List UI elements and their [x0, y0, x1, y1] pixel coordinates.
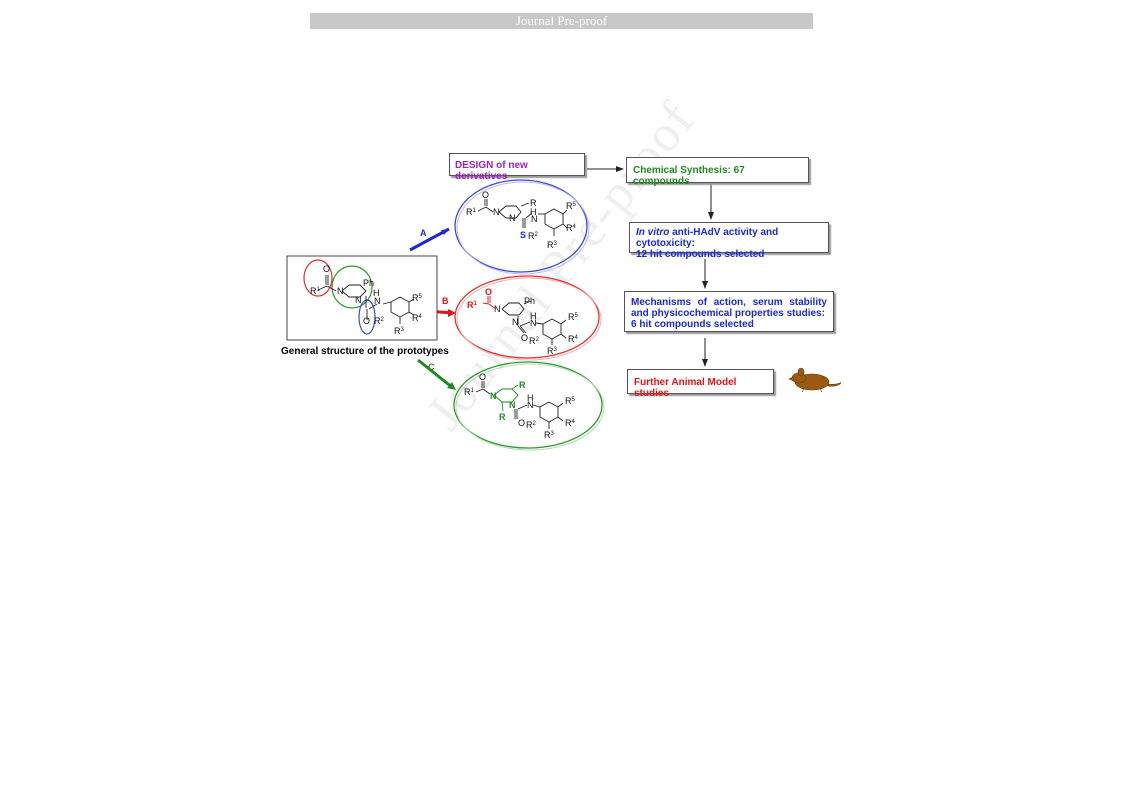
- svg-text:N: N: [527, 400, 534, 410]
- route-c-label: C: [428, 362, 435, 372]
- invitro-line2: 12 hit compounds selected: [636, 249, 765, 260]
- highlight-piperazine: [331, 265, 373, 309]
- svg-text:R4: R4: [566, 223, 577, 233]
- route-b-label: B: [442, 296, 449, 306]
- mouse-icon: [788, 367, 842, 393]
- highlight-urea: [358, 299, 376, 335]
- molecule-c: [475, 381, 564, 429]
- svg-text:R5: R5: [568, 312, 579, 322]
- svg-text:R: R: [519, 380, 526, 390]
- ellipse-b: [454, 275, 600, 359]
- synthesis-box: Chemical Synthesis: 67 compounds: [626, 157, 809, 187]
- svg-text:N: N: [509, 400, 516, 410]
- svg-text:R4: R4: [412, 313, 423, 323]
- svg-text:R4: R4: [565, 418, 576, 428]
- svg-text:N: N: [531, 214, 538, 224]
- svg-text:R1: R1: [310, 286, 321, 296]
- ellipse-c: [453, 361, 603, 449]
- svg-text:R2: R2: [526, 420, 537, 430]
- svg-text:R1: R1: [466, 207, 477, 217]
- svg-text:R: R: [530, 198, 537, 208]
- svg-text:N: N: [530, 318, 537, 328]
- svg-text:N: N: [512, 317, 519, 327]
- route-c-arrow: [417, 358, 456, 390]
- svg-text:O: O: [479, 372, 486, 382]
- svg-text:R2: R2: [374, 316, 385, 326]
- svg-text:O: O: [323, 264, 330, 274]
- svg-text:O: O: [482, 190, 489, 200]
- svg-text:R3: R3: [547, 240, 558, 250]
- svg-text:R: R: [499, 412, 506, 422]
- svg-text:N: N: [355, 295, 362, 305]
- mechanisms-box: Mechanisms of action, serum stability an…: [624, 291, 834, 332]
- svg-text:R3: R3: [547, 346, 558, 356]
- svg-text:R3: R3: [394, 326, 405, 336]
- svg-text:N: N: [493, 207, 500, 217]
- svg-text:R2: R2: [528, 231, 539, 241]
- svg-text:N: N: [337, 286, 344, 296]
- invitro-italic: In vitro: [636, 227, 670, 238]
- svg-text:R5: R5: [412, 293, 423, 303]
- svg-text:O: O: [518, 418, 525, 428]
- svg-text:N: N: [509, 213, 516, 223]
- prototype-molecule: [317, 275, 415, 324]
- svg-text:O: O: [363, 316, 370, 326]
- svg-text:H: H: [527, 393, 534, 403]
- svg-text:R1: R1: [464, 387, 475, 397]
- journal-preproof-banner: Journal Pre-proof: [310, 13, 813, 29]
- animal-box: Further Animal Model studies: [627, 369, 774, 399]
- prototype-frame: [286, 255, 438, 341]
- svg-text:O: O: [521, 333, 528, 343]
- route-a-label: A: [420, 228, 427, 238]
- svg-text:N: N: [374, 296, 381, 306]
- svg-text:R5: R5: [566, 201, 577, 211]
- svg-text:R1: R1: [467, 300, 478, 310]
- highlight-acyl: [303, 259, 333, 297]
- svg-text:N: N: [494, 304, 501, 314]
- molecule-a: [477, 199, 568, 236]
- svg-text:H: H: [530, 207, 537, 217]
- svg-text:S: S: [520, 230, 526, 240]
- svg-text:Ph: Ph: [524, 296, 535, 306]
- mech-line1: Mechanisms of action, serum stability: [631, 297, 827, 308]
- svg-text:H: H: [530, 311, 537, 321]
- design-box: DESIGN of new derivatives: [449, 153, 585, 182]
- prototype-caption: General structure of the prototypes: [281, 346, 449, 357]
- svg-text:R4: R4: [568, 334, 579, 344]
- svg-text:O: O: [485, 287, 492, 297]
- molecule-b: [482, 296, 567, 345]
- invitro-box: In vitro anti-HAdV activity and cytotoxi…: [629, 222, 829, 260]
- ellipse-a: [454, 179, 588, 273]
- svg-text:N: N: [490, 391, 497, 401]
- svg-text:R3: R3: [544, 430, 555, 440]
- mech-line3: 6 hit compounds selected: [631, 319, 754, 330]
- route-a-arrow: [409, 227, 450, 252]
- svg-text:R2: R2: [529, 336, 540, 346]
- svg-text:H: H: [373, 288, 380, 298]
- svg-text:R5: R5: [565, 396, 576, 406]
- invitro-rest: anti-HAdV activity and cytotoxicity:: [636, 227, 779, 249]
- mech-line2: and physicochemical properties studies:: [631, 308, 825, 319]
- svg-text:Ph: Ph: [363, 278, 374, 288]
